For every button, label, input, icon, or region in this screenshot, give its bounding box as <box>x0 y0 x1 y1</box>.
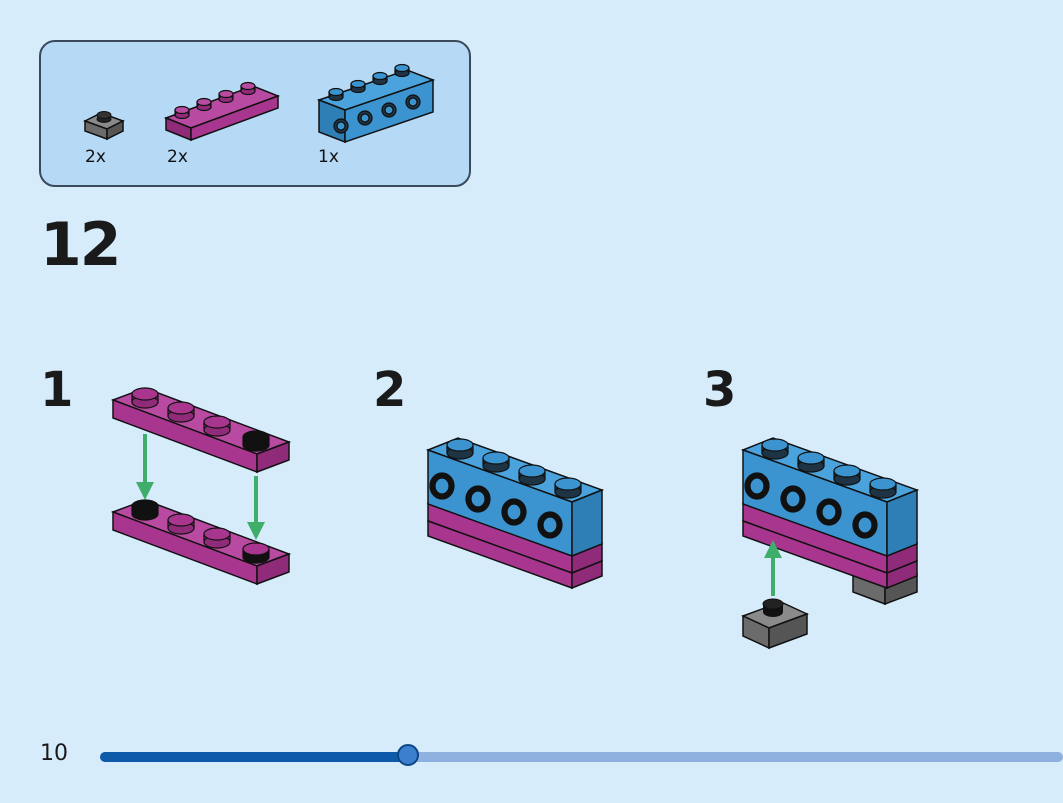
magenta-plate-bottom <box>110 499 292 586</box>
gray-plate-1x1 <box>741 598 809 650</box>
sub-step-1-illustration <box>110 387 292 586</box>
blue-brick-1x4-studs-side-icon <box>316 63 436 144</box>
progress-bar <box>100 744 1063 766</box>
part-count-magenta-plate: 2x <box>167 147 188 167</box>
sub-step-label-3: 3 <box>703 362 737 418</box>
assembly-arrow-left <box>136 434 154 500</box>
part-count-blue-brick: 1x <box>318 147 339 167</box>
magenta-plate-top <box>110 387 292 474</box>
assembly-arrow-up <box>764 540 782 596</box>
progress-bar-fill <box>100 752 409 762</box>
sub-step-3-illustration <box>740 437 920 650</box>
progress-bar-knob[interactable] <box>397 744 420 766</box>
parts-list-box: 2x 2x 1x <box>39 40 471 187</box>
sub-step-label-1: 1 <box>40 362 74 418</box>
step-number: 12 <box>40 210 121 280</box>
part-count-gray-plate: 2x <box>85 147 106 167</box>
gray-plate-1x1-icon <box>83 111 125 141</box>
assembly-arrow-right <box>247 476 265 540</box>
magenta-plate-1x4-icon <box>163 81 281 142</box>
sub-step-2-illustration <box>425 437 605 590</box>
sub-step-label-2: 2 <box>373 362 407 418</box>
page-number: 10 <box>40 741 68 766</box>
